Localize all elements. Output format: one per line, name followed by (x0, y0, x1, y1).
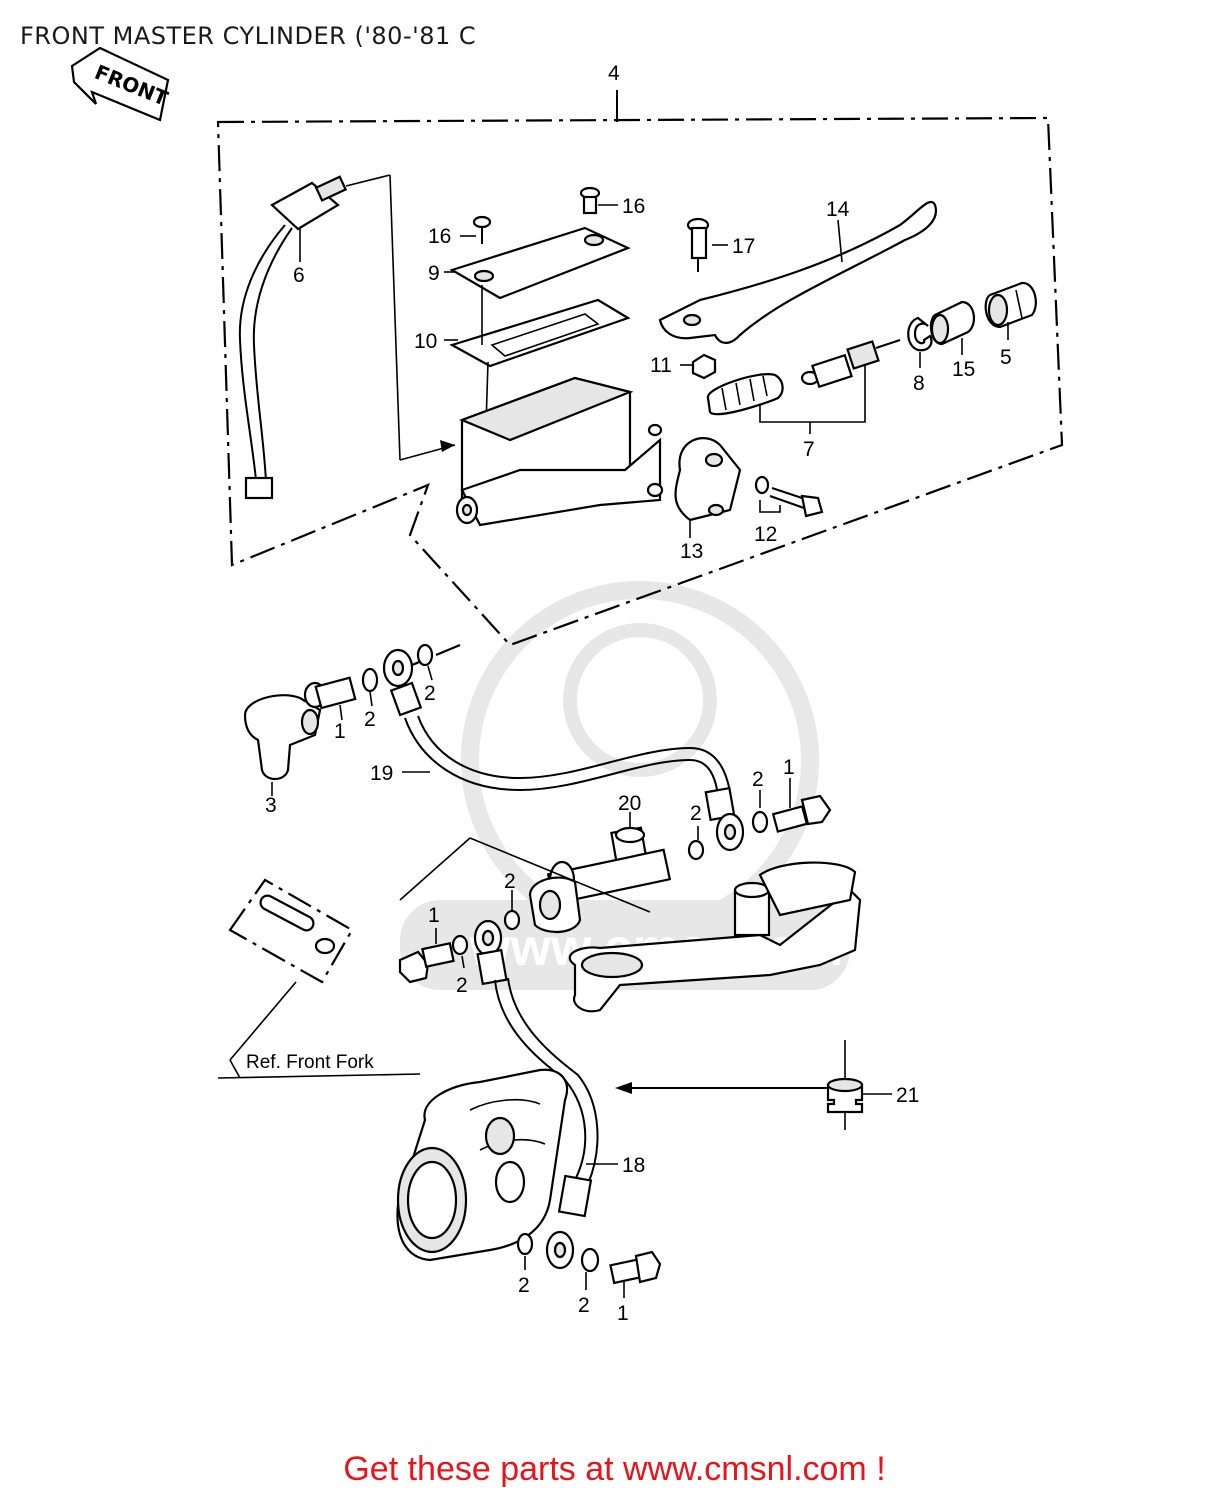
callout-8: 8 (913, 372, 925, 395)
cta-suffix: ! (866, 1450, 886, 1488)
callout-19: 19 (370, 762, 393, 785)
banjo-fitting-lower (473, 919, 508, 986)
banjo-bolt-caliper (609, 1250, 662, 1285)
cmsnl-link[interactable]: www.cmsnl.com (623, 1450, 867, 1488)
cap-screw-right (579, 186, 601, 215)
front-direction-arrow: FRONT (70, 46, 172, 122)
upper-hose-lower-fitting (704, 786, 745, 852)
banjo-fitting-top (382, 643, 434, 717)
leader-7 (759, 365, 866, 423)
upper-brake-hose (404, 717, 719, 796)
callout-2-g: 2 (518, 1274, 530, 1297)
callout-7: 7 (803, 438, 815, 461)
callout-2-f: 2 (456, 974, 468, 997)
callout-2-d: 2 (690, 802, 702, 825)
callout-14: 14 (826, 198, 850, 221)
leader-1-top (339, 704, 343, 721)
callout-2-h: 2 (578, 1294, 590, 1317)
callout-20: 20 (618, 792, 641, 815)
callout-21: 21 (896, 1084, 919, 1107)
brake-caliper (396, 1068, 568, 1262)
piston-assembly (706, 339, 901, 416)
leader-14 (837, 219, 843, 263)
callout-1-lower-left: 1 (428, 904, 440, 927)
washer-joint-upper (687, 839, 705, 861)
page-title: FRONT MASTER CYLINDER ('80-'81 C (20, 22, 477, 50)
callout-1-top: 1 (334, 720, 346, 743)
circlip (907, 316, 933, 352)
cap-screw-left (472, 215, 492, 244)
assembly-4-outline (216, 116, 1064, 647)
piston-boot (984, 281, 1037, 329)
lever-pivot-bolt (686, 217, 710, 272)
cap-screw-hole (473, 269, 495, 283)
washer-caliper-1 (516, 1232, 534, 1256)
clamp-bolt (754, 475, 824, 518)
leader-2-b (427, 665, 433, 681)
callout-18: 18 (622, 1154, 645, 1177)
callout-9: 9 (428, 262, 440, 285)
callout-6: 6 (293, 264, 305, 287)
reservoir-cap (449, 226, 631, 300)
banjo-bolt-right (771, 794, 832, 833)
callout-13: 13 (680, 540, 703, 563)
cta-prefix: Get these parts at (343, 1450, 624, 1488)
leader-12 (759, 500, 781, 513)
leader-2-f (461, 955, 465, 969)
leader-2-a (369, 691, 373, 707)
callout-2-c: 2 (752, 768, 764, 791)
callout-16-left: 16 (428, 225, 451, 248)
callout-1-caliper: 1 (617, 1302, 629, 1325)
parts-diagram: www.cmsnl.com FRONT 4 6 16 16 9 (70, 46, 1064, 1325)
callout-12: 12 (754, 523, 777, 546)
diaphragm (449, 298, 631, 368)
cta-banner: Get these parts at www.cmsnl.com ! (0, 1450, 1229, 1489)
handlebar-clamp (674, 437, 742, 522)
washer-right (751, 810, 769, 834)
callout-11: 11 (650, 354, 672, 377)
callout-15: 15 (952, 358, 975, 381)
front-fork-ref-inset (217, 837, 651, 1079)
dust-seal (929, 300, 976, 346)
callout-10: 10 (414, 330, 437, 353)
callout-16-right: 16 (622, 195, 645, 218)
callout-4: 4 (608, 62, 620, 85)
cap-screw-hole-2 (583, 233, 605, 247)
washer-lower-left-2 (451, 934, 469, 956)
callout-5: 5 (1000, 346, 1012, 369)
lower-hose-fitting (545, 1174, 593, 1270)
joint-bracket (528, 876, 582, 933)
banjo-cover (243, 694, 322, 781)
banjo-bolt-top (303, 667, 379, 710)
callout-1-right: 1 (783, 756, 795, 779)
callout-3: 3 (265, 794, 277, 817)
banjo-bolt-lower-left (398, 941, 455, 984)
lever-nut (691, 353, 717, 380)
washer-caliper-2 (580, 1247, 600, 1273)
master-cylinder-body (455, 376, 664, 527)
callout-2-a: 2 (364, 708, 376, 731)
callout-2-e: 2 (504, 870, 516, 893)
brake-light-switch (238, 174, 456, 500)
ref-front-fork-note: Ref. Front Fork (246, 1052, 374, 1073)
brake-lever (658, 200, 938, 344)
callout-2-b: 2 (424, 682, 436, 705)
callout-17: 17 (732, 235, 755, 258)
washer-lower-left-1 (503, 909, 521, 931)
hose-grommet (615, 1040, 864, 1130)
fork-bracket (568, 861, 862, 1013)
